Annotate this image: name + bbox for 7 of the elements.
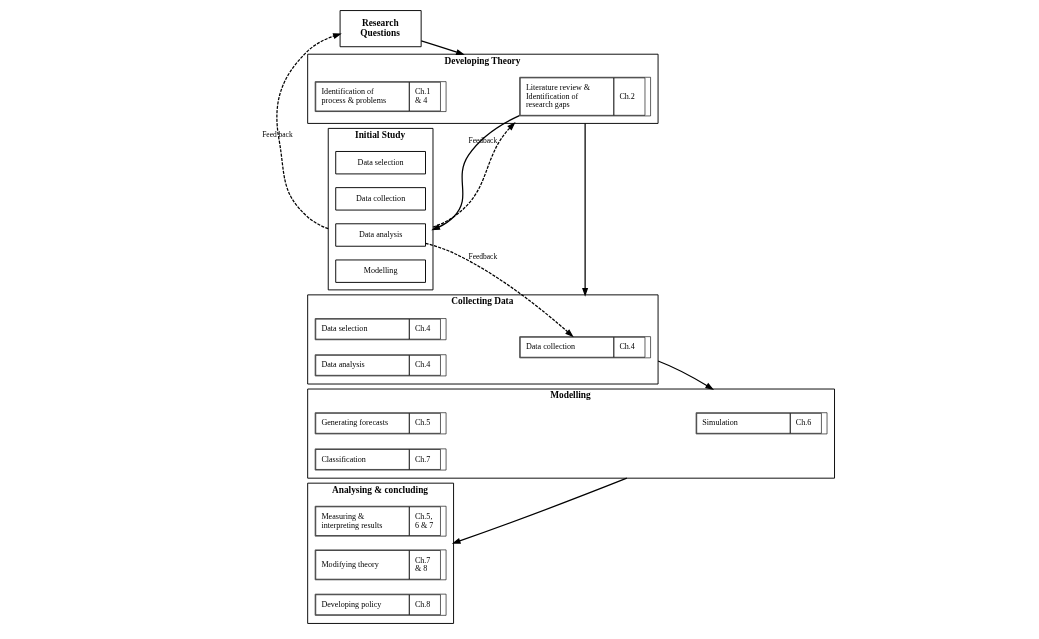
- arrow: [276, 33, 342, 230]
- arrow: [582, 122, 589, 297]
- arrow: [657, 360, 715, 390]
- arrow: [424, 242, 574, 338]
- arrow: [451, 477, 628, 544]
- node-box: Research Questions: [339, 10, 422, 48]
- arrow: [420, 40, 465, 55]
